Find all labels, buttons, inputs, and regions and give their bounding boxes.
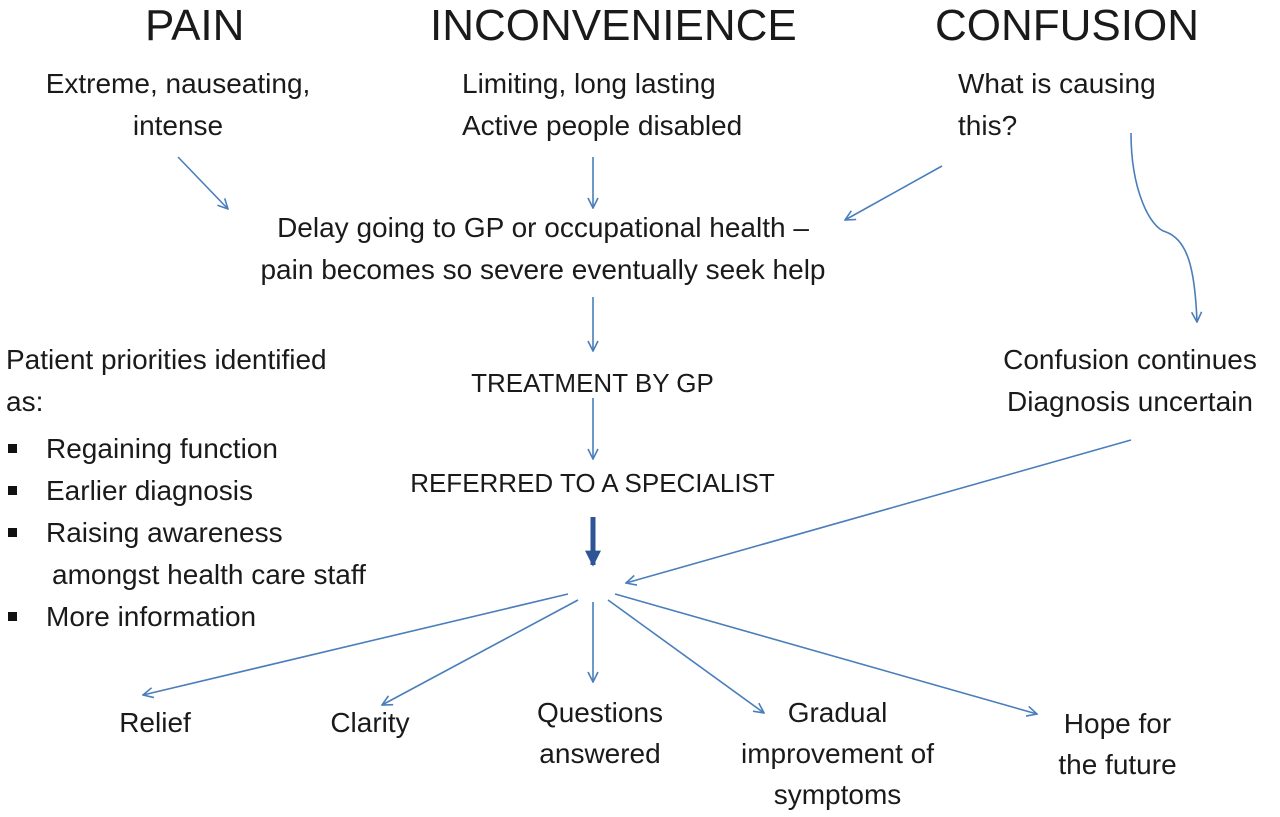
heading-pain: PAIN — [145, 1, 245, 50]
referred-to-specialist: REFERRED TO A SPECIALIST — [410, 468, 775, 498]
heading-inconvenience: INCONVENIENCE — [430, 1, 797, 50]
arrow-hub-to-gradual — [607, 599, 764, 713]
arrow-continues-to-hub — [626, 439, 1132, 583]
priority-item-continuation: amongst health care staff — [52, 559, 366, 590]
outcome-gradual-improvement: Gradual improvement of symptoms — [741, 697, 934, 810]
arrow-pain-to-delay — [177, 156, 228, 209]
bullet-square-icon — [8, 612, 17, 621]
bullet-square-icon — [8, 486, 17, 495]
confusion-description: What is causing this? — [958, 68, 1156, 141]
outcome-questions-answered: Questions answered — [536, 697, 664, 769]
priorities-list: Regaining function Earlier diagnosis Rai… — [6, 428, 366, 638]
inconvenience-description: Limiting, long lasting Active people dis… — [462, 68, 743, 141]
treatment-by-gp: TREATMENT BY GP — [471, 368, 714, 398]
bullet-square-icon — [8, 528, 17, 537]
delay-text: Delay going to GP or occupational health… — [260, 212, 826, 285]
outcome-relief: Relief — [119, 707, 191, 738]
arrow-hub-to-clarity — [382, 599, 579, 705]
outcome-hope-for-future: Hope for the future — [1058, 708, 1177, 780]
bullet-square-icon — [8, 444, 17, 453]
confusion-continues: Confusion continues Diagnosis uncertain — [1003, 344, 1257, 417]
priority-item: More information — [6, 596, 366, 638]
priority-item: Earlier diagnosis — [6, 470, 366, 512]
outcome-clarity: Clarity — [330, 707, 410, 738]
arrow-confusion-to-continues — [1130, 132, 1197, 322]
priority-item: Raising awareness — [6, 512, 366, 554]
priorities-intro: Patient priorities identified as: — [6, 344, 327, 417]
arrow-confusion-to-delay — [845, 165, 943, 220]
priority-item: Regaining function — [6, 428, 366, 470]
arrow-hub-to-relief — [143, 593, 569, 695]
pain-description: Extreme, nauseating, intense — [45, 68, 311, 141]
arrow-hub-to-hope — [614, 593, 1037, 714]
heading-confusion: CONFUSION — [935, 1, 1199, 50]
